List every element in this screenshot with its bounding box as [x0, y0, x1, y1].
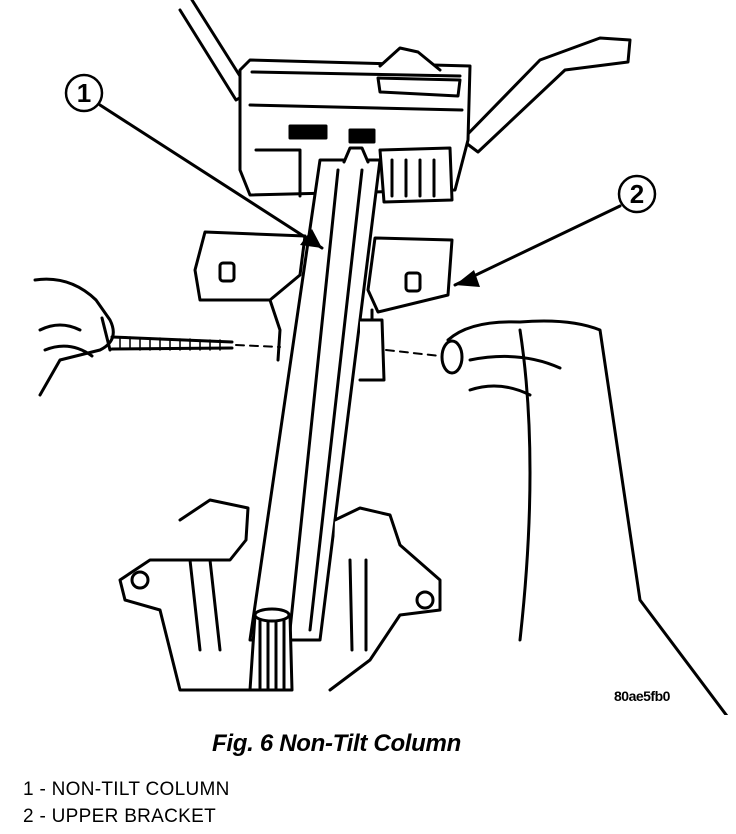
steering-column-illustration: 1 2: [33, 0, 729, 715]
switch-housing: [238, 46, 472, 204]
leader-line-2: [453, 204, 622, 287]
shaft-end: [248, 607, 294, 692]
upper-bracket-right: [358, 236, 454, 382]
callout-1: 1: [64, 73, 104, 113]
image-code: 80ae5fb0: [614, 688, 670, 704]
legend-item: 2 - UPPER BRACKET: [23, 806, 217, 827]
column-shaft: [248, 146, 382, 642]
wiper-lever: [460, 36, 632, 154]
svg-text:1: 1: [77, 78, 91, 108]
lower-bracket: [118, 498, 442, 692]
arrowhead-2: [455, 270, 480, 287]
left-hand-with-bolt: [33, 277, 281, 397]
arrowhead-1: [300, 229, 322, 248]
callout-2: 2: [617, 174, 657, 214]
figure-caption: Fig. 6 Non-Tilt Column: [212, 730, 461, 757]
svg-text:2: 2: [630, 179, 644, 209]
leader-line-1: [98, 103, 324, 250]
legend: 1 - NON-TILT COLUMN 2 - UPPER BRACKET: [23, 776, 230, 830]
legend-item: 1 - NON-TILT COLUMN: [23, 779, 230, 800]
right-hand-with-nut: [385, 319, 729, 715]
